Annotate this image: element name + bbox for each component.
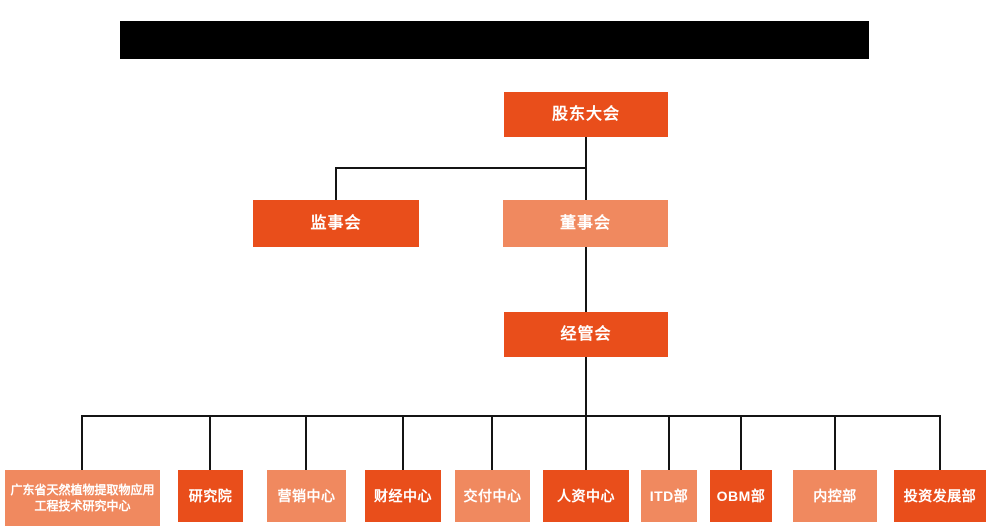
node-dept-marketing-center: 营销中心 (267, 470, 346, 522)
node-management-committee: 经管会 (504, 312, 668, 357)
node-dept-internal-control: 内控部 (793, 470, 877, 522)
node-supervisory-board: 监事会 (253, 200, 419, 247)
node-dept-research-institute: 研究院 (178, 470, 243, 522)
connector-drop-internal-control-dept (834, 415, 836, 470)
connector-drop-finance-center (402, 415, 404, 470)
connector-drop-investment-dept (939, 415, 941, 470)
connector-to-supervisory (335, 167, 337, 200)
node-dept-investment-development: 投资发展部 (894, 470, 986, 522)
connector-drop-marketing-center (305, 415, 307, 470)
connector-drop-research-center (81, 415, 83, 470)
node-dept-delivery-center: 交付中心 (455, 470, 530, 522)
node-dept-hr-center: 人资中心 (543, 470, 629, 522)
connector-drop-obm-dept (740, 415, 742, 470)
connector-drop-delivery-center (491, 415, 493, 470)
node-dept-itd: ITD部 (641, 470, 697, 522)
node-dept-research-center: 广东省天然植物提取物应用工程技术研究中心 (5, 470, 160, 526)
connector-management-down (585, 357, 587, 415)
connector-departments-horizontal (82, 415, 941, 417)
connector-drop-hr-center (585, 415, 587, 470)
connector-board-to-management (585, 247, 587, 312)
connector-branch-horizontal (335, 167, 587, 169)
connector-drop-itd-dept (668, 415, 670, 470)
node-board-of-directors: 董事会 (503, 200, 668, 247)
redacted-title-bar (120, 21, 869, 59)
connector-drop-research-institute (209, 415, 211, 470)
node-dept-obm: OBM部 (710, 470, 772, 522)
node-dept-finance-center: 财经中心 (365, 470, 441, 522)
node-shareholders-meeting: 股东大会 (504, 92, 668, 137)
